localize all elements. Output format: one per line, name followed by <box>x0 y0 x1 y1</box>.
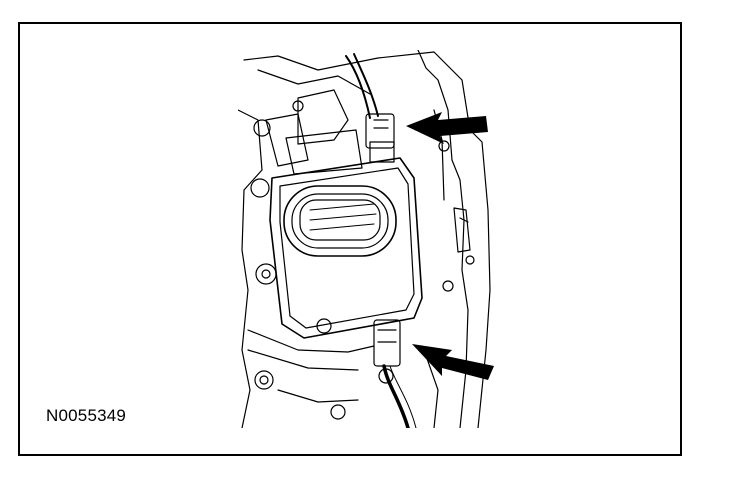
callout-arrow-upper <box>406 112 488 144</box>
callout-arrow-lower <box>412 344 494 380</box>
figure-frame <box>18 22 682 456</box>
figure-number: N0055349 <box>46 406 127 425</box>
transmission-module-illustration <box>238 50 494 428</box>
